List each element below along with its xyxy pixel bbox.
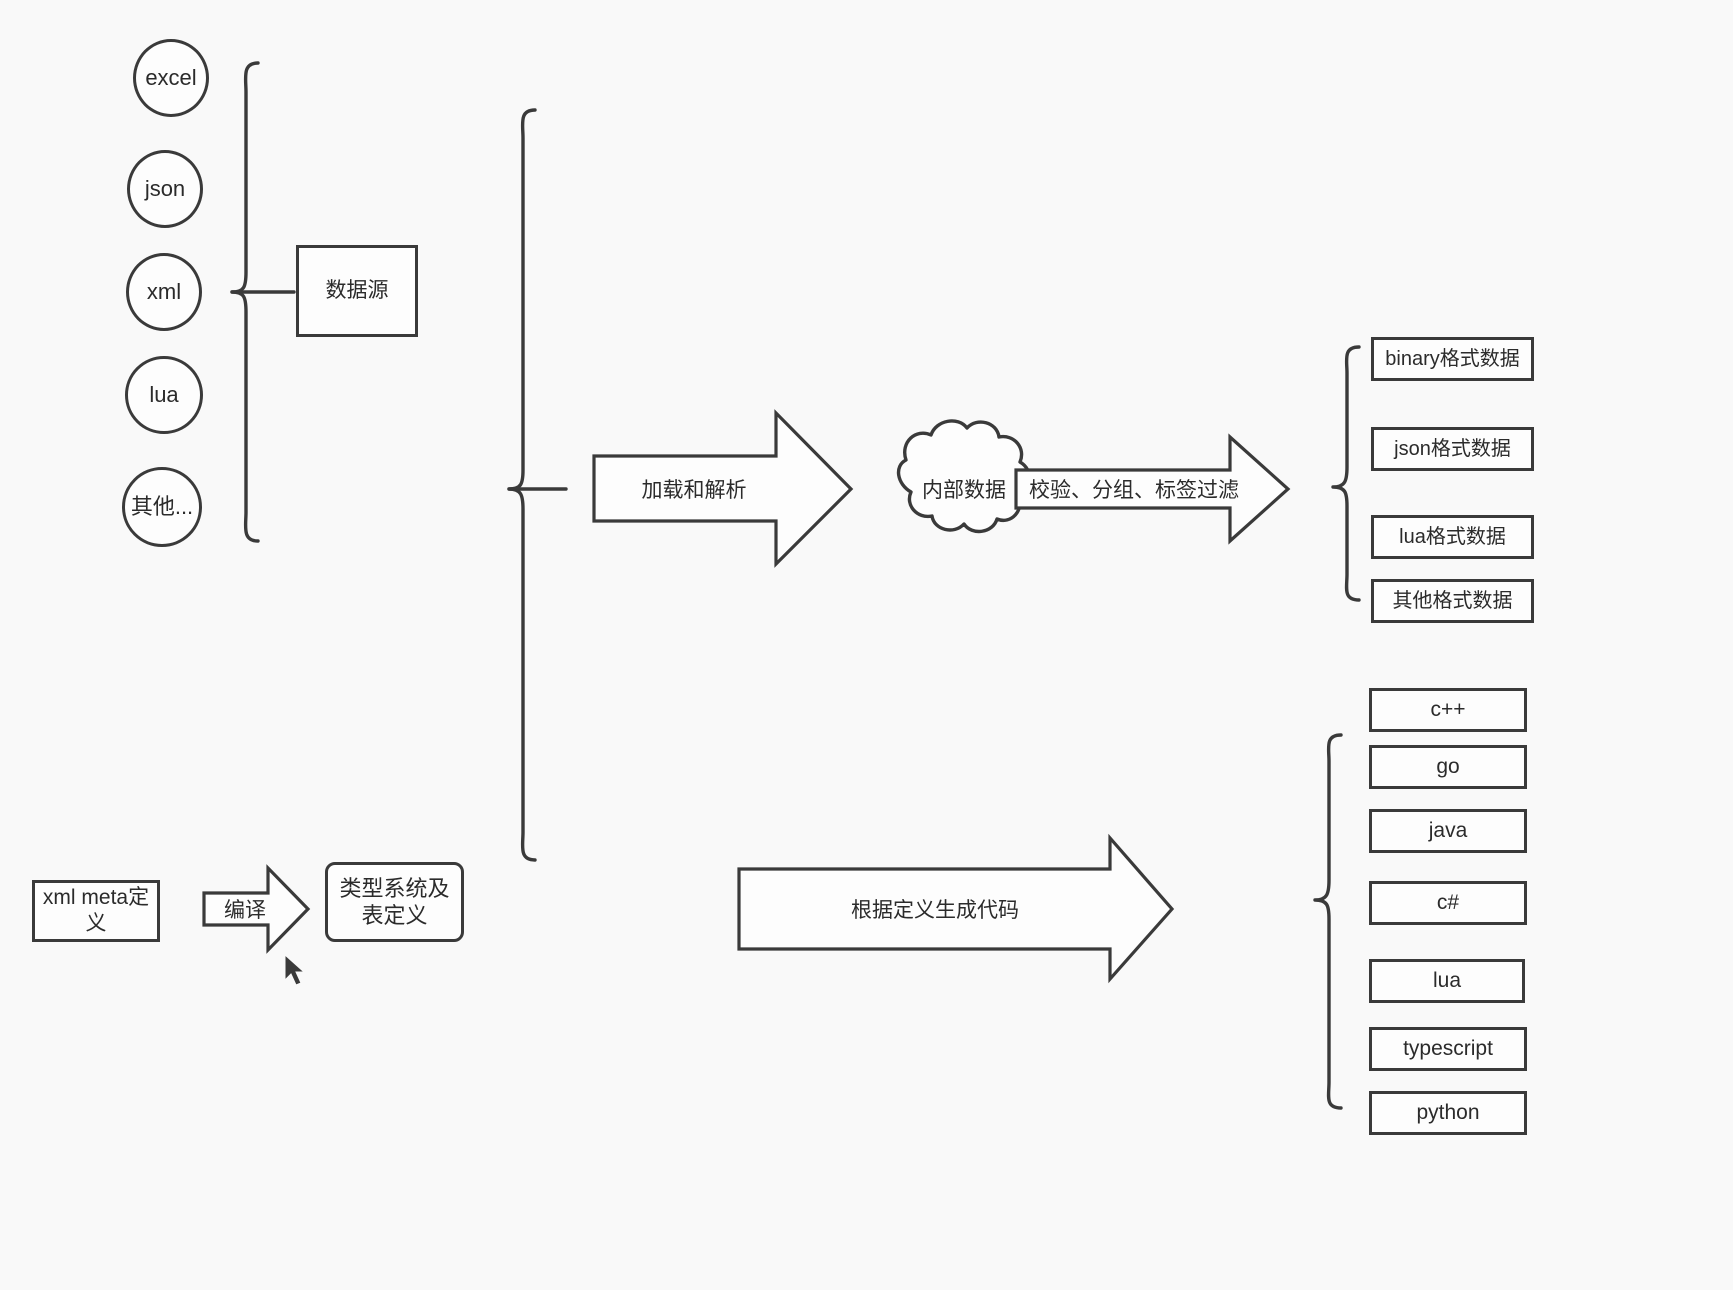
output-format-lua[interactable]: lua格式数据	[1371, 515, 1534, 559]
output-language-label: java	[1428, 818, 1468, 842]
formats-brace	[1331, 345, 1361, 602]
output-language-typescript[interactable]: typescript	[1369, 1027, 1527, 1071]
load-parse-arrow	[592, 409, 854, 568]
output-language-label: python	[1416, 1100, 1480, 1124]
codegen-arrow	[737, 833, 1175, 984]
source-label: xml	[146, 279, 182, 305]
source-node-other[interactable]: 其他...	[122, 467, 202, 547]
source-label: lua	[149, 382, 179, 408]
validate-filter-arrow	[1014, 433, 1291, 545]
output-format-label: 其他格式数据	[1392, 589, 1513, 612]
output-language-cpp[interactable]: c++	[1369, 688, 1527, 732]
type-system-label: 类型系统及表定义	[339, 875, 450, 929]
data-source-label: 数据源	[325, 278, 389, 302]
source-node-lua[interactable]: lua	[125, 356, 203, 434]
source-node-json[interactable]: json	[127, 150, 203, 228]
output-language-go[interactable]: go	[1369, 745, 1527, 789]
output-language-java[interactable]: java	[1369, 809, 1527, 853]
pipeline-input-brace	[507, 108, 537, 862]
internal-data-label: 内部数据	[922, 479, 1006, 502]
output-language-label: c++	[1430, 697, 1466, 721]
sources-brace	[230, 61, 260, 543]
type-system-box[interactable]: 类型系统及表定义	[325, 862, 464, 942]
output-format-binary[interactable]: binary格式数据	[1371, 337, 1534, 381]
output-language-label: lua	[1432, 968, 1462, 992]
mouse-cursor-icon	[284, 953, 306, 986]
output-format-label: lua格式数据	[1399, 525, 1506, 548]
compile-arrow	[202, 864, 311, 954]
output-format-label: binary格式数据	[1385, 347, 1520, 370]
source-node-excel[interactable]: excel	[133, 39, 209, 117]
languages-brace	[1313, 733, 1343, 1110]
output-format-other[interactable]: 其他格式数据	[1371, 579, 1534, 623]
output-format-json[interactable]: json格式数据	[1371, 427, 1534, 471]
xml-meta-definition-box[interactable]: xml meta定义	[32, 880, 160, 942]
source-node-xml[interactable]: xml	[126, 253, 202, 331]
source-label: json	[144, 176, 186, 202]
output-language-label: go	[1436, 754, 1460, 778]
source-label: excel	[145, 65, 197, 91]
output-language-label: c#	[1436, 890, 1460, 914]
output-language-csharp[interactable]: c#	[1369, 881, 1527, 925]
output-language-python[interactable]: python	[1369, 1091, 1527, 1135]
data-source-box[interactable]: 数据源	[296, 245, 418, 337]
xml-meta-definition-label: xml meta定义	[42, 885, 150, 935]
output-format-label: json格式数据	[1394, 437, 1511, 460]
output-language-lua[interactable]: lua	[1369, 959, 1525, 1003]
source-label: 其他...	[130, 494, 194, 520]
output-language-label: typescript	[1403, 1036, 1493, 1060]
